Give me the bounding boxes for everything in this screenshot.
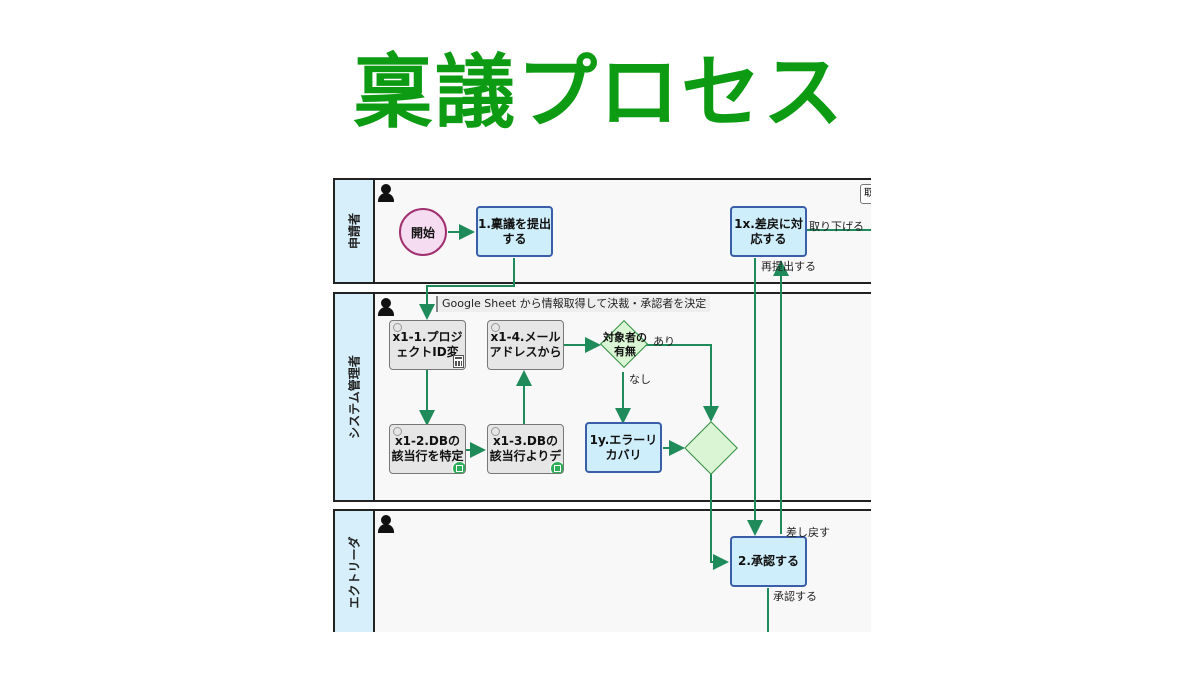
gear-icon bbox=[491, 323, 500, 332]
corner-tag: 取 bbox=[860, 184, 871, 204]
task-x1-4-label: x1-4.メール アドレスから bbox=[489, 330, 562, 359]
task-x1-2-label: x1-2.DBの 該当行を特定 bbox=[391, 434, 464, 463]
flow-label-approved: 承認する bbox=[773, 590, 817, 603]
task-error-recovery[interactable]: 1y.エラーリ カバリ bbox=[585, 422, 662, 473]
user-icon bbox=[378, 298, 394, 316]
gear-icon bbox=[393, 427, 402, 436]
spreadsheet-icon bbox=[550, 461, 563, 473]
task-respond-sendback[interactable]: 1x.差戻に対 応する bbox=[730, 206, 807, 257]
task-x1-2[interactable]: x1-2.DBの 該当行を特定 bbox=[389, 424, 466, 474]
gear-icon bbox=[393, 323, 402, 332]
task-approve[interactable]: 2.承認する bbox=[730, 536, 807, 587]
gateway-target-label: 対象者の 有無 bbox=[603, 331, 647, 358]
user-icon bbox=[378, 184, 394, 202]
task-x1-4[interactable]: x1-4.メール アドレスから bbox=[487, 320, 564, 370]
task-x1-3-label: x1-3.DBの 該当行よりデ bbox=[489, 434, 562, 463]
flow-label-sendback: 差し戻す bbox=[786, 526, 830, 539]
page-title: 稟議プロセス bbox=[353, 45, 845, 139]
task-x1-3[interactable]: x1-3.DBの 該当行よりデ bbox=[487, 424, 564, 474]
task-x1-1[interactable]: x1-1.プロジ ェクトID変 bbox=[389, 320, 466, 370]
spreadsheet-icon bbox=[452, 461, 465, 473]
user-icon bbox=[378, 515, 394, 533]
flow-label-resubmit: 再提出する bbox=[761, 260, 816, 273]
task-x1-1-label: x1-1.プロジ ェクトID変 bbox=[392, 330, 463, 359]
task-submit[interactable]: 1.稟議を提出 する bbox=[476, 206, 553, 257]
calculator-icon bbox=[453, 355, 464, 368]
gear-icon bbox=[491, 427, 500, 436]
flow-label-withdraw: 取り下げる bbox=[809, 220, 864, 233]
flow-label-yes: あり bbox=[653, 335, 675, 348]
annotation-google-sheet: Google Sheet から情報取得して決裁・承認者を決定 bbox=[436, 296, 711, 312]
flow-label-no: なし bbox=[629, 373, 651, 386]
start-event[interactable]: 開始 bbox=[399, 208, 447, 256]
flow-arrows bbox=[419, 224, 871, 632]
process-diagram: 申請者 システム管理者 エクトリーダ 取 bbox=[333, 178, 871, 632]
